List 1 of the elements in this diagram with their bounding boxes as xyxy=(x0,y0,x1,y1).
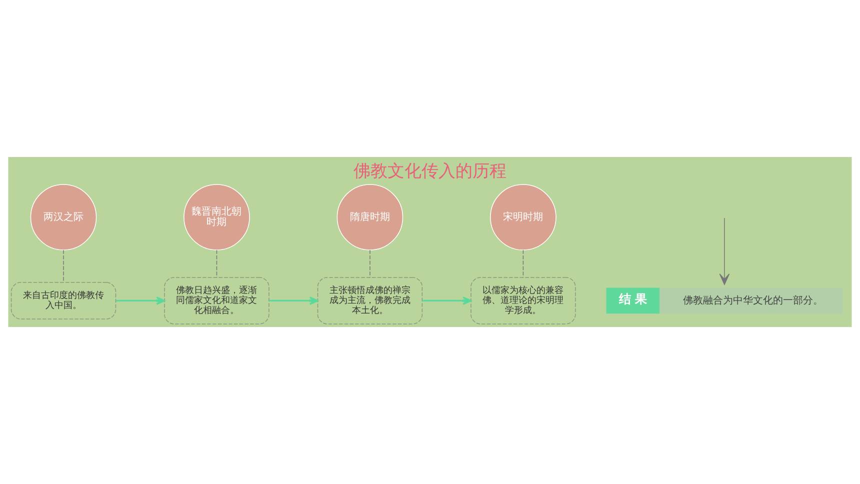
diagram-title: 佛教文化传入的历程 xyxy=(354,160,506,181)
